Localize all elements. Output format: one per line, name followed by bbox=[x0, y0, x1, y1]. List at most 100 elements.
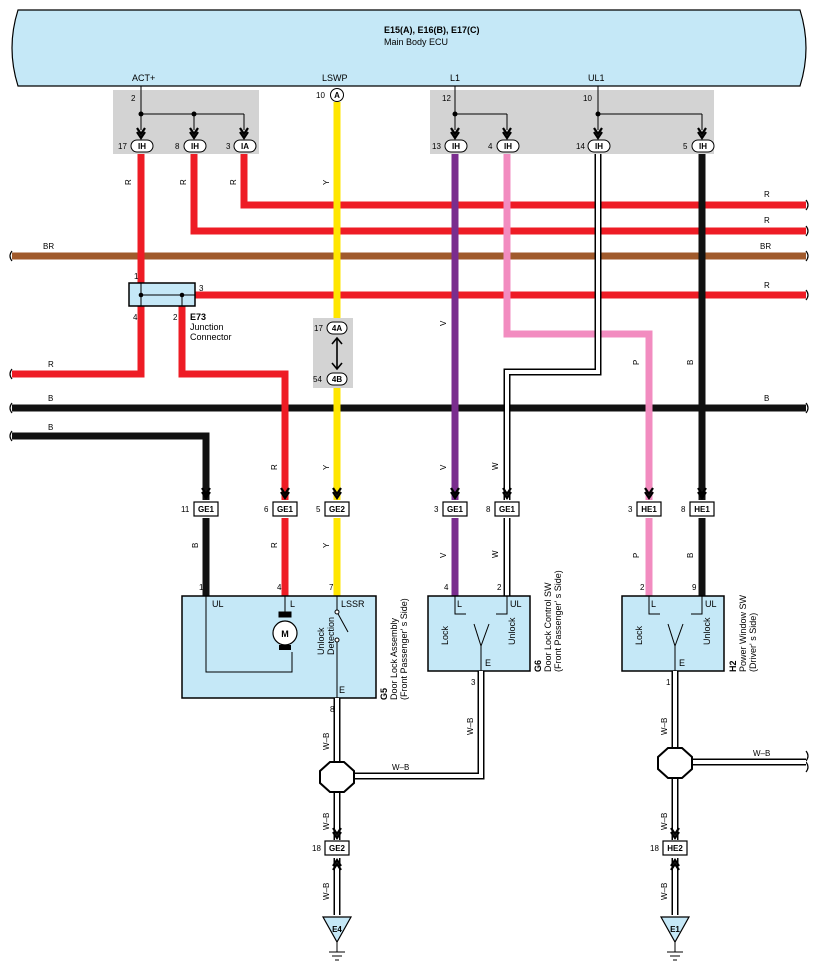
lower-conn-2: GE1 bbox=[277, 505, 294, 514]
ecu-connector-area-right bbox=[430, 90, 714, 154]
wire-wb-group bbox=[333, 671, 806, 915]
label-v-2: V bbox=[439, 464, 448, 470]
g6-pin-3: 3 bbox=[471, 678, 476, 687]
label-br-right: BR bbox=[760, 242, 771, 251]
h2-term-ul: UL bbox=[705, 599, 717, 609]
ground-lines bbox=[329, 942, 683, 961]
g6-term-ul: UL bbox=[510, 599, 522, 609]
label-wb-7: W–B bbox=[753, 749, 770, 758]
ecu-pin-act: 2 bbox=[131, 94, 136, 103]
ecu-conn-1: IH bbox=[138, 142, 146, 151]
label-w-1: W bbox=[491, 462, 500, 470]
ecu-pin-lswp: 10 bbox=[316, 91, 325, 100]
label-b-1: B bbox=[686, 360, 695, 365]
g6-internal-wiring bbox=[454, 596, 508, 671]
wire-red-3 bbox=[240, 154, 806, 209]
g5-switch-label-1: Unlock bbox=[316, 627, 326, 655]
ecu-conn-pin-6: 14 bbox=[576, 142, 585, 151]
h2-unlock-label: Unlock bbox=[702, 617, 712, 645]
junction-pin-2: 2 bbox=[173, 313, 178, 322]
label-r-right-1: R bbox=[764, 190, 770, 199]
ecu-conn-pin-1: 17 bbox=[118, 142, 127, 151]
wire-red-5 bbox=[12, 306, 145, 378]
g6-unlock-label: Unlock bbox=[507, 617, 517, 645]
label-b-left-1: B bbox=[48, 394, 53, 403]
lower-connector-boxes bbox=[193, 501, 715, 517]
inline-conn-4b-label: 4B bbox=[332, 375, 342, 384]
label-b-right: B bbox=[764, 394, 769, 403]
g5-switch-contact-2 bbox=[334, 637, 340, 643]
ecu-subtitle: Main Body ECU bbox=[384, 37, 448, 47]
label-wb-1: W–B bbox=[322, 733, 331, 750]
g5-switch-contact-1 bbox=[334, 609, 340, 615]
ecu-conn-pin-5: 4 bbox=[488, 142, 493, 151]
junction-name-1: Junction bbox=[190, 322, 224, 332]
label-y-3: Y bbox=[322, 542, 331, 548]
lower-pin-4: 3 bbox=[434, 505, 439, 514]
ground-conn-he2-label: HE2 bbox=[667, 844, 683, 853]
ecu-conn-pin-4: 13 bbox=[432, 142, 441, 151]
label-v-1: V bbox=[439, 320, 448, 326]
label-wb-4: W–B bbox=[322, 813, 331, 830]
g6-term-e: E bbox=[485, 658, 491, 668]
h2-name: Power Window SW bbox=[738, 594, 748, 672]
g6-pin-4: 4 bbox=[444, 583, 449, 592]
terminal-act: ACT+ bbox=[132, 73, 155, 83]
ecu-pin-ul1: 10 bbox=[583, 94, 592, 103]
ecu-conn-6: IH bbox=[595, 142, 603, 151]
label-y-2: Y bbox=[322, 464, 331, 470]
g5-term-e: E bbox=[339, 685, 345, 695]
lower-conn-4: GE1 bbox=[447, 505, 464, 514]
wire-white bbox=[503, 154, 602, 596]
h2-side: (Driver' s Side) bbox=[748, 613, 758, 672]
label-wb-6: W–B bbox=[660, 718, 669, 735]
inline-pin-1: 17 bbox=[314, 324, 323, 333]
wire-red-6 bbox=[178, 306, 289, 500]
label-wb-2: W–B bbox=[466, 718, 475, 735]
junction-pin-1: 1 bbox=[134, 272, 139, 281]
wire-break-marks bbox=[9, 199, 809, 773]
lower-conn-7: HE1 bbox=[694, 505, 710, 514]
ground-pin-2: 18 bbox=[650, 844, 659, 853]
wire-red-2 bbox=[190, 154, 806, 235]
g5-term-ul: UL bbox=[212, 599, 224, 609]
junction-name-2: Connector bbox=[190, 332, 232, 342]
h2-pin-9: 9 bbox=[692, 583, 697, 592]
ecu-box bbox=[11, 9, 807, 87]
lower-pin-7: 8 bbox=[681, 505, 686, 514]
lower-pin-6: 3 bbox=[628, 505, 633, 514]
label-wb-5: W–B bbox=[322, 883, 331, 900]
ecu-connector-pills bbox=[130, 139, 715, 153]
label-b-2: B bbox=[191, 543, 200, 548]
ground-symbol-e4 bbox=[321, 916, 353, 944]
ecu-conn-2: IH bbox=[191, 142, 199, 151]
g5-pin-8: 8 bbox=[330, 705, 335, 714]
label-y-1: Y bbox=[322, 179, 331, 185]
inline-conn-4a-label: 4A bbox=[332, 324, 342, 333]
ecu-title: E15(A), E16(B), E17(C) bbox=[384, 25, 480, 35]
inline-pin-2: 54 bbox=[313, 375, 322, 384]
lower-pin-5: 8 bbox=[486, 505, 491, 514]
label-r-right-2: R bbox=[764, 216, 770, 225]
g6-id: G6 bbox=[533, 660, 543, 672]
lower-pin-2: 6 bbox=[264, 505, 269, 514]
g5-pin-4: 4 bbox=[277, 583, 282, 592]
label-wb-3: W–B bbox=[392, 763, 409, 772]
label-wb-9: W–B bbox=[660, 883, 669, 900]
label-r-1: R bbox=[124, 179, 133, 185]
h2-pin-2: 2 bbox=[640, 583, 645, 592]
splice-h2 bbox=[657, 747, 693, 779]
ground-conn-he2 bbox=[662, 840, 688, 856]
lower-pin-1: 11 bbox=[181, 505, 190, 514]
label-r-3: R bbox=[229, 179, 238, 185]
g6-component bbox=[427, 595, 531, 672]
label-r-left: R bbox=[48, 360, 54, 369]
label-br-left: BR bbox=[43, 242, 54, 251]
h2-lock-label: Lock bbox=[634, 625, 644, 645]
h2-term-e: E bbox=[679, 658, 685, 668]
terminal-ul1: UL1 bbox=[588, 73, 605, 83]
splice-g5 bbox=[319, 761, 355, 793]
label-r-4: R bbox=[270, 464, 279, 470]
ecu-conn-pin-3: 3 bbox=[226, 142, 231, 151]
